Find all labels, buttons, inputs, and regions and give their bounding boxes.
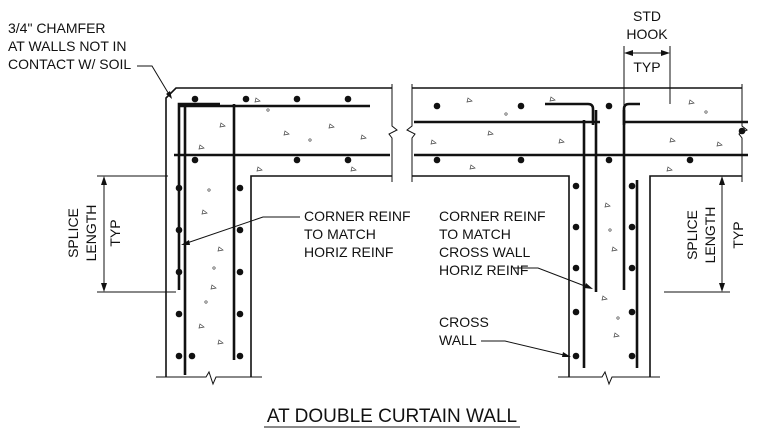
corner-left-line-2: TO MATCH xyxy=(304,226,376,242)
corner-right-line-3: CROSS WALL xyxy=(439,244,530,260)
corner-right-line-2: TO MATCH xyxy=(439,226,511,242)
chamfer-note-line-3: CONTACT W/ SOIL xyxy=(8,56,131,72)
splice-left-typ: TYP xyxy=(107,219,123,246)
left-rebar-dots xyxy=(175,95,352,360)
cross-wall-line-2: WALL xyxy=(439,332,477,348)
chamfer-note-line-2: AT WALLS NOT IN xyxy=(8,38,127,54)
std-hook-dimension xyxy=(623,46,671,110)
left-aggregate xyxy=(198,97,367,345)
corner-left-line-1: CORNER REINF xyxy=(304,208,411,224)
splice-label-left: SPLICE LENGTH TYP xyxy=(65,205,123,262)
std-hook-line-1: STD xyxy=(633,8,661,24)
corner-left-line-3: HORIZ REINF xyxy=(304,244,393,260)
drawing-title: AT DOUBLE CURTAIN WALL xyxy=(267,406,517,427)
right-cross-wall-detail xyxy=(406,46,748,386)
splice-left-line-2: LENGTH xyxy=(83,205,99,262)
std-hook-note: STD HOOK TYP xyxy=(626,8,668,75)
splice-right-typ: TYP xyxy=(730,221,746,248)
std-hook-typ: TYP xyxy=(633,59,660,75)
corner-reinf-left-note: CORNER REINF TO MATCH HORIZ REINF xyxy=(304,208,411,260)
splice-right-line-2: LENGTH xyxy=(702,207,718,264)
splice-dimension-left xyxy=(97,175,176,293)
splice-label-right: SPLICE LENGTH TYP xyxy=(684,207,746,264)
right-rebar-dots xyxy=(433,102,746,360)
corner-right-line-4: HORIZ REINF xyxy=(439,262,528,278)
std-hook-line-2: HOOK xyxy=(626,26,668,42)
right-aggregate xyxy=(430,96,723,338)
corner-right-line-1: CORNER REINF xyxy=(439,208,546,224)
splice-dimension-right xyxy=(650,175,730,293)
left-corner-detail xyxy=(97,65,398,386)
chamfer-note: 3/4" CHAMFER AT WALLS NOT IN CONTACT W/ … xyxy=(8,20,131,72)
chamfer-note-line-1: 3/4" CHAMFER xyxy=(8,20,106,36)
corner-reinf-right-note: CORNER REINF TO MATCH CROSS WALL HORIZ R… xyxy=(439,208,546,278)
cross-wall-line-1: CROSS xyxy=(439,314,489,330)
splice-left-line-1: SPLICE xyxy=(65,208,81,258)
splice-right-line-1: SPLICE xyxy=(684,210,700,260)
cross-wall-note: CROSS WALL xyxy=(439,314,489,348)
